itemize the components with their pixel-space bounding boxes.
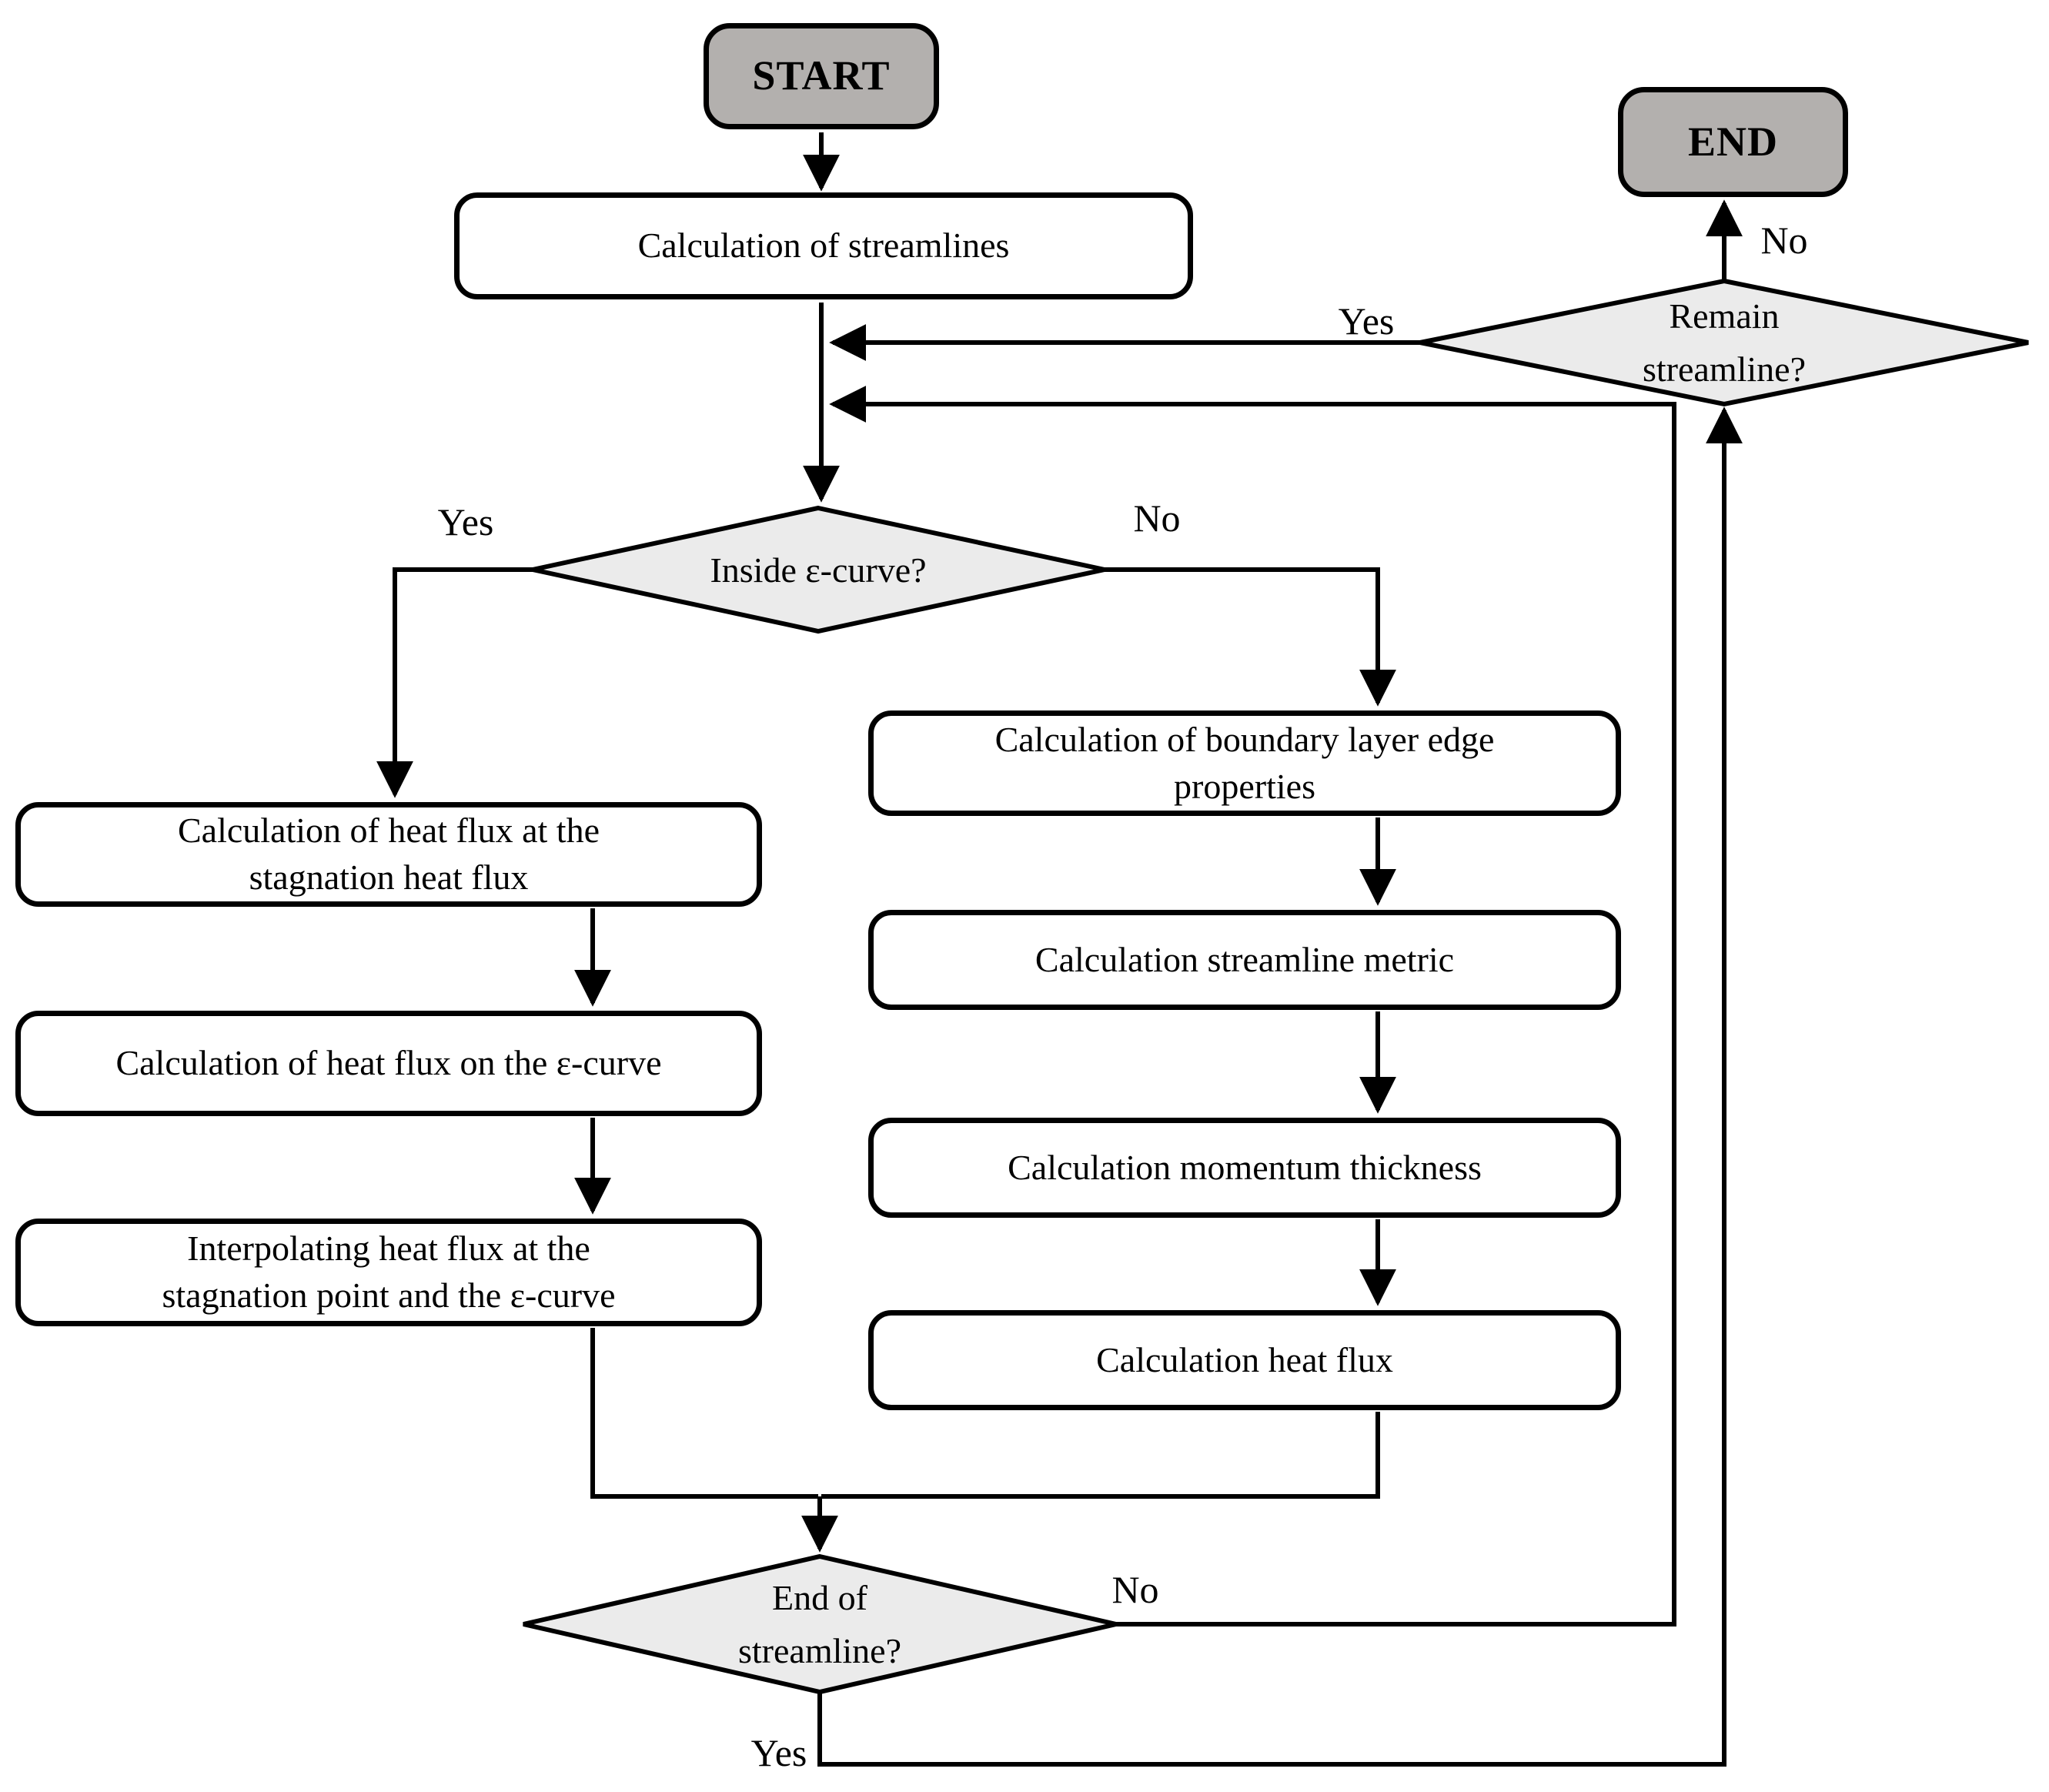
process-heat-flux-stagnation: Calculation of heat flux at the stagnati…: [15, 802, 762, 907]
label-end-no: No: [1111, 1568, 1159, 1611]
decision-remain-streamline-label: Remain streamline?: [1642, 296, 1806, 389]
edge-end-no-loop: [829, 386, 1676, 1627]
decision-end-of-streamline-label: End of streamline?: [737, 1578, 901, 1670]
label-remain-yes: Yes: [1338, 299, 1395, 343]
edge-r4-to-merge: [821, 1412, 1380, 1499]
process-calc-heat-flux: Calculation heat flux: [868, 1310, 1621, 1410]
process-heat-flux-curve: Calculation of heat flux on the ε-curve: [15, 1011, 762, 1116]
decision-remain-streamline-shape: [1419, 278, 2029, 407]
process-boundary-layer-edge: Calculation of boundary layer edge prope…: [868, 710, 1621, 816]
label-remain-no: No: [1760, 219, 1808, 262]
edge-l3-to-merge: [590, 1328, 818, 1499]
start-node: START: [704, 23, 939, 129]
edge-end-yes-to-remain: [817, 406, 1743, 1767]
edge-inside-yes-branch: [376, 567, 534, 798]
end-node: END: [1618, 87, 1848, 197]
process-momentum-thickness: Calculation momentum thickness: [868, 1118, 1621, 1218]
process-streamline-metric: Calculation streamline metric: [868, 910, 1621, 1010]
edge-inside-no-branch: [1103, 567, 1396, 707]
decision-end-of-streamline-shape: [523, 1553, 1117, 1695]
process-calc-streamlines: Calculation of streamlines: [454, 192, 1193, 299]
process-interpolating-heat-flux: Interpolating heat flux at the stagnatio…: [15, 1219, 762, 1326]
label-inside-no: No: [1133, 496, 1181, 540]
label-end-yes: Yes: [750, 1731, 807, 1774]
decision-inside-curve-shape: [532, 505, 1105, 634]
decision-inside-curve-label: Inside ε-curve?: [710, 550, 927, 590]
label-inside-yes: Yes: [437, 500, 494, 543]
